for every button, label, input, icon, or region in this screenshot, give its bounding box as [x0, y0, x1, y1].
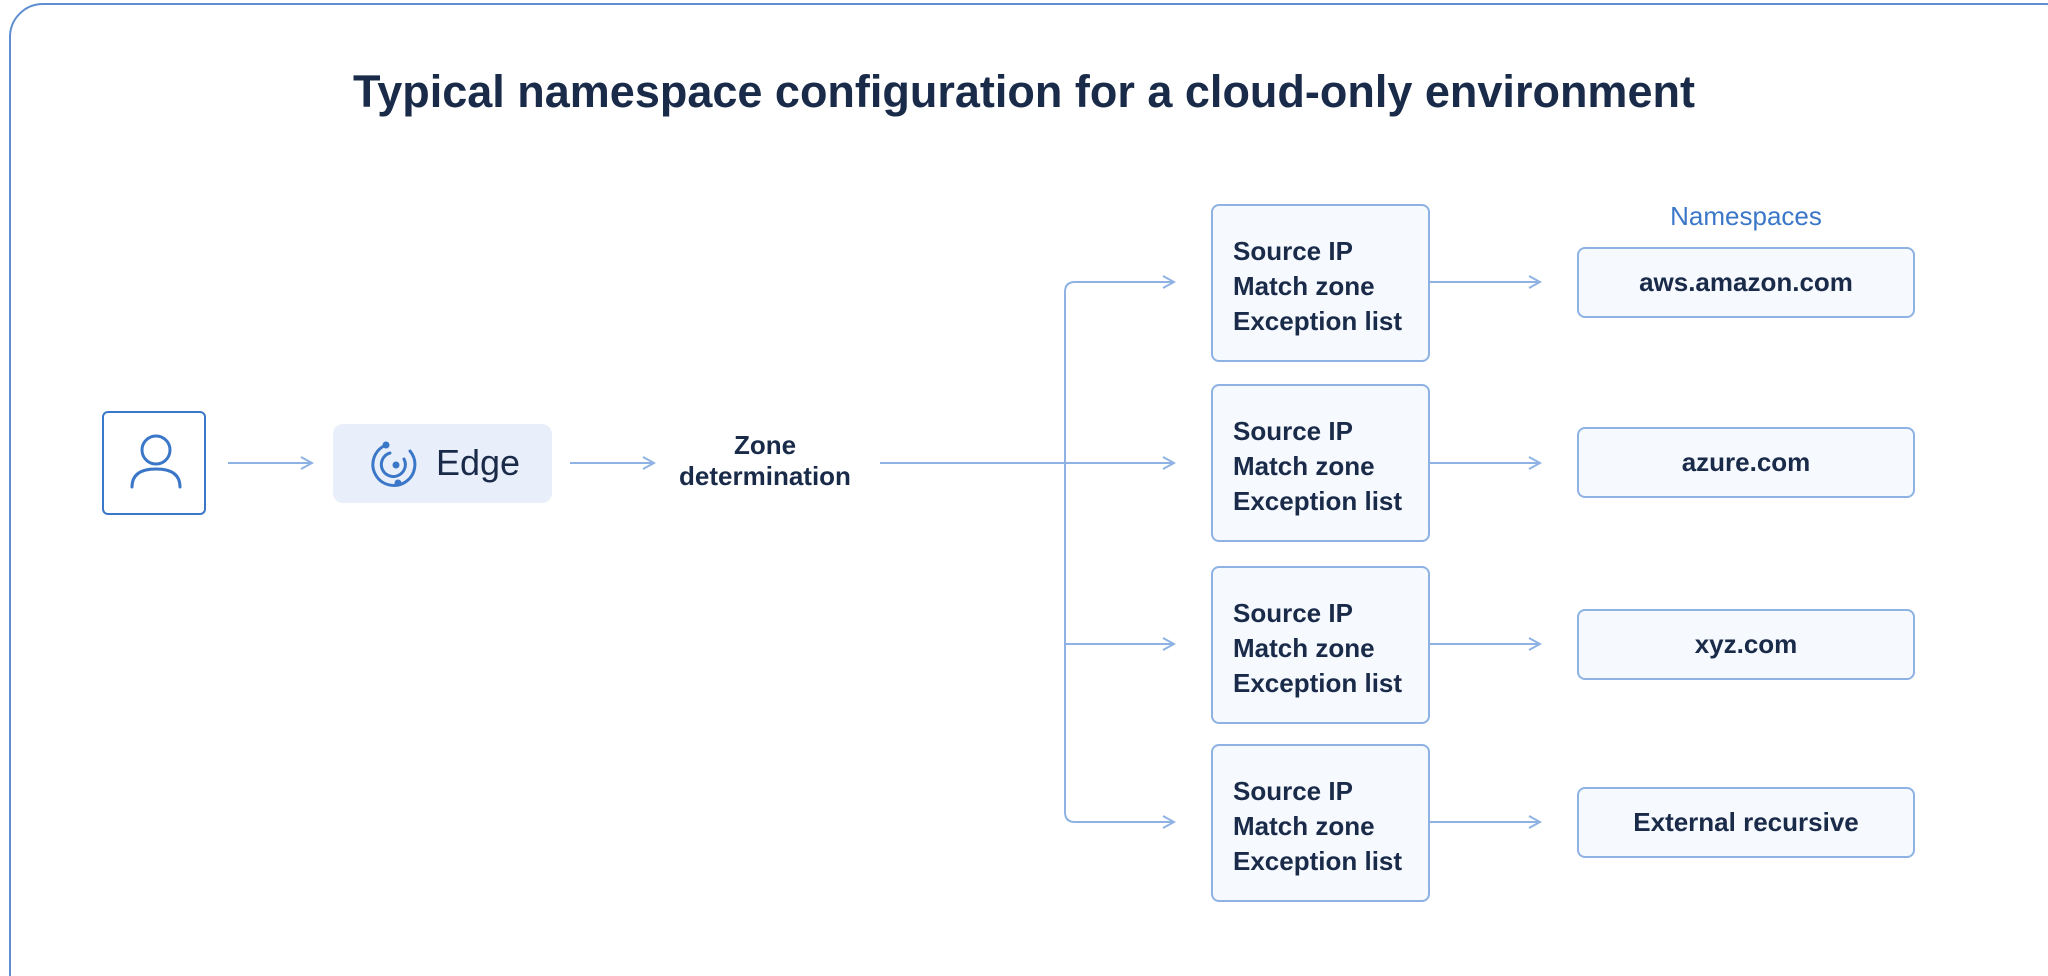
namespaces-header: Namespaces — [1670, 201, 1822, 231]
rule-source-ip: Source IP — [1233, 776, 1353, 806]
branch-trunk — [1064, 281, 1174, 822]
rule-match-zone: Match zone — [1233, 811, 1375, 841]
edge-logo-icon — [371, 441, 417, 487]
namespace-box-3: xyz.com — [1577, 609, 1915, 680]
diagram-title: Typical namespace configuration for a cl… — [353, 66, 1695, 117]
namespace-box-2: azure.com — [1577, 427, 1915, 498]
user-node — [102, 411, 206, 515]
rule-box-4: Source IP Match zone Exception list — [1211, 744, 1430, 902]
namespace-box-4: External recursive — [1577, 787, 1915, 858]
rule-match-zone: Match zone — [1233, 451, 1375, 481]
rule-source-ip: Source IP — [1233, 236, 1353, 266]
rule-box-1: Source IP Match zone Exception list — [1211, 204, 1430, 362]
rule-match-zone: Match zone — [1233, 633, 1375, 663]
namespace-box-1: aws.amazon.com — [1577, 247, 1915, 318]
zone-label-line-2: determination — [679, 461, 851, 491]
zone-label-line-1: Zone — [733, 430, 797, 460]
edge-node: Edge — [333, 424, 552, 503]
user-icon — [130, 434, 182, 489]
rule-exception-list: Exception list — [1233, 846, 1403, 876]
edge-label: Edge — [436, 442, 521, 483]
rule-box-2: Source IP Match zone Exception list — [1211, 384, 1430, 542]
rule-source-ip: Source IP — [1233, 416, 1353, 446]
diagram-frame — [9, 3, 2048, 976]
rule-source-ip: Source IP — [1233, 598, 1353, 628]
rule-exception-list: Exception list — [1233, 668, 1403, 698]
rule-exception-list: Exception list — [1233, 486, 1403, 516]
rule-match-zone: Match zone — [1233, 271, 1375, 301]
zone-determination-node: Zone determination — [655, 430, 875, 492]
rule-box-3: Source IP Match zone Exception list — [1211, 566, 1430, 724]
rule-exception-list: Exception list — [1233, 306, 1403, 336]
